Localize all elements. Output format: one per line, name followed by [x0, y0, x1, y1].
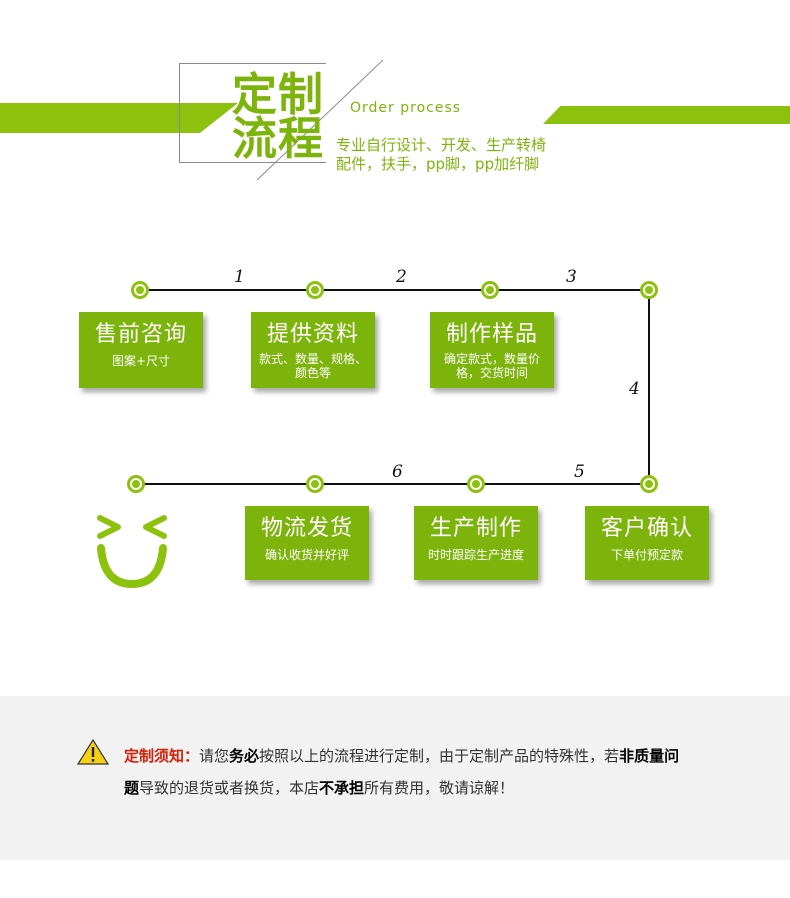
process-node-3: [481, 281, 499, 299]
notice-emphasis: 务必: [229, 747, 260, 765]
step-subtitle: 确定款式，数量价格，交货时间: [443, 352, 540, 380]
step-title: 提供资料: [266, 322, 359, 347]
header-diagonal-line: [256, 59, 384, 181]
notice-text-part: 请您: [199, 747, 230, 765]
step-title: 制作样品: [445, 322, 538, 347]
step-subtitle: 确认收货并好评: [264, 548, 349, 562]
step-subtitle: 图案+尺寸: [111, 354, 171, 368]
smiley-icon: [97, 515, 167, 589]
step-number-4: 4: [629, 379, 640, 399]
header-title-en: Order process: [350, 100, 462, 116]
header-title-line2: 流程: [232, 112, 325, 165]
header-band-right: [543, 106, 790, 124]
step-subtitle: 时时跟踪生产进度: [427, 548, 524, 562]
header-title-line1: 定制: [232, 68, 325, 121]
step-box-materials: 提供资料 款式、数量、规格、颜色等: [251, 312, 375, 388]
header-subtitle-line1: 专业自行设计、开发、生产转椅: [336, 136, 547, 154]
notice-emphasis: 非质量问题: [124, 747, 680, 797]
process-node-6: [306, 475, 324, 493]
process-node-5: [467, 475, 485, 493]
notice-text-part: 导致的退货或者换货，本店: [139, 779, 320, 797]
notice-text: 定制须知：请您务必按照以上的流程进行定制，由于定制产品的特殊性，若非质量问题导致…: [124, 740, 684, 804]
header-frame: [179, 63, 326, 163]
step-subtitle: 下单付预定款: [610, 548, 683, 562]
step-number-5: 5: [574, 462, 585, 482]
process-node-1: [131, 281, 149, 299]
process-node-7: [127, 475, 145, 493]
step-title: 售前咨询: [94, 322, 187, 347]
step-box-sample: 制作样品 确定款式，数量价格，交货时间: [430, 312, 554, 388]
notice-text-part: 所有费用，敬请谅解！: [364, 779, 515, 797]
header-subtitle-line2: 配件，扶手，pp脚，pp加纤脚: [336, 155, 540, 173]
step-number-6: 6: [392, 462, 403, 482]
step-box-production: 生产制作 时时跟踪生产进度: [414, 506, 538, 580]
step-subtitle: 款式、数量、规格、颜色等: [258, 352, 367, 380]
notice-panel: [0, 696, 790, 860]
notice-emphasis: 不承担: [319, 779, 365, 797]
step-title: 客户确认: [600, 516, 693, 541]
step-number-3: 3: [566, 267, 577, 287]
step-box-confirm: 客户确认 下单付预定款: [585, 506, 709, 580]
step-box-shipping: 物流发货 确认收货并好评: [245, 506, 369, 580]
step-number-2: 2: [396, 267, 407, 287]
step-title: 物流发货: [260, 516, 353, 541]
warning-icon: [77, 739, 109, 765]
process-node-8: [640, 475, 658, 493]
process-connector-lines: [136, 289, 650, 485]
step-box-consult: 售前咨询 图案+尺寸: [79, 312, 203, 388]
step-title: 生产制作: [429, 516, 522, 541]
header-subtitle: 专业自行设计、开发、生产转椅 配件，扶手，pp脚，pp加纤脚: [336, 136, 546, 174]
notice-label: 定制须知：: [124, 747, 200, 765]
process-node-2: [306, 281, 324, 299]
notice-text-part: 按照以上的流程进行定制，由于定制产品的特殊性，若: [259, 747, 620, 765]
header-band-left: [0, 103, 238, 133]
step-number-1: 1: [234, 267, 245, 287]
process-node-4: [640, 281, 658, 299]
